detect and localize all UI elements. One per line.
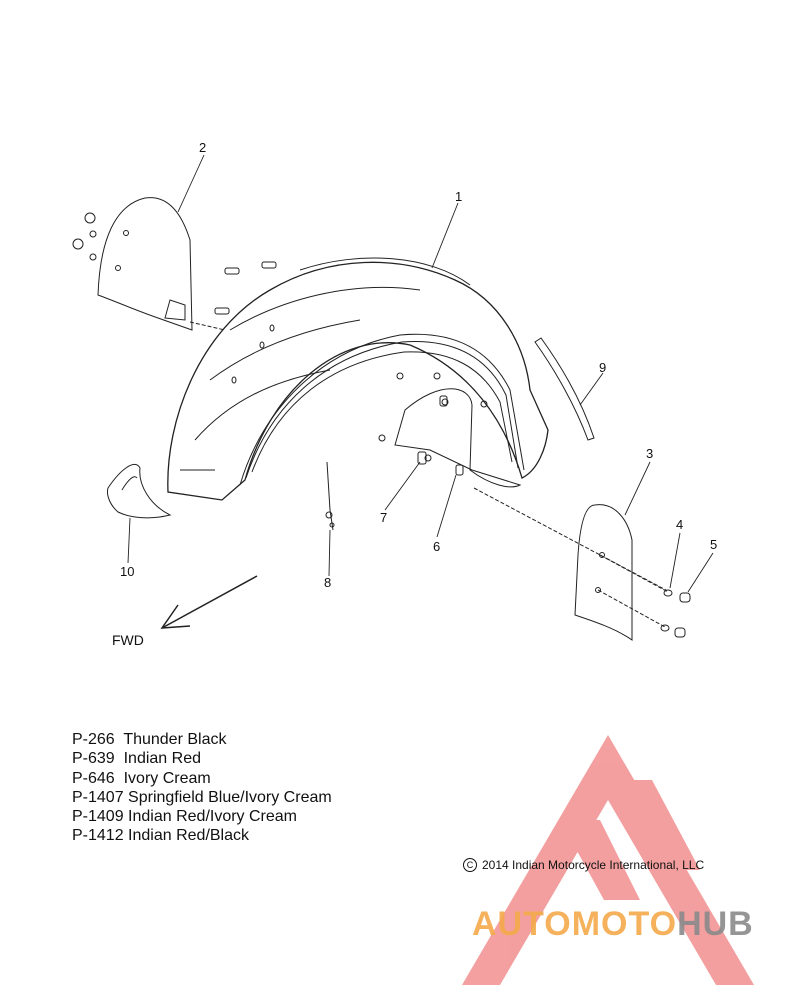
paint-code: P-639 xyxy=(72,750,115,768)
watermark-logo xyxy=(462,735,754,985)
paint-name: Thunder Black xyxy=(123,731,227,748)
callout-2: 2 xyxy=(199,140,207,155)
legend-row: P-1409 Indian Red/Ivory Cream xyxy=(72,807,332,826)
washers-and-nuts xyxy=(660,589,691,638)
legend-row: P-266 Thunder Black xyxy=(72,730,332,749)
copyright-text: 2014 Indian Motorcycle International, LL… xyxy=(482,858,705,872)
studs-and-bolts xyxy=(417,395,464,476)
copyright-notice: C 2014 Indian Motorcycle International, … xyxy=(463,858,704,872)
copyright-icon: C xyxy=(463,858,477,872)
right-fender-trim xyxy=(574,504,669,641)
callout-5: 5 xyxy=(710,537,718,552)
legend-row: P-639 Indian Red xyxy=(72,749,332,768)
callout-7: 7 xyxy=(380,510,388,525)
callout-8: 8 xyxy=(324,575,332,590)
forward-label: FWD xyxy=(112,632,144,648)
paint-name: Indian Red/Ivory Cream xyxy=(128,808,298,826)
legend-row: P-1407 Springfield Blue/Ivory Cream xyxy=(72,788,332,807)
callout-6: 6 xyxy=(433,539,441,554)
trim-strip xyxy=(534,337,595,441)
paint-name: Indian Red/Black xyxy=(128,827,250,845)
legend-row: P-1412 Indian Red/Black xyxy=(72,826,332,845)
paint-code: P-1407 xyxy=(72,788,124,806)
leader-lines xyxy=(127,154,714,593)
front-fender xyxy=(167,257,549,501)
paint-code: P-646 xyxy=(72,769,115,787)
paint-code-legend: P-266 Thunder Black P-639 Indian Red P-6… xyxy=(72,730,332,846)
paint-code: P-1409 xyxy=(72,808,124,826)
wire-clip xyxy=(325,461,335,531)
callout-9: 9 xyxy=(599,360,607,375)
fender-bracket xyxy=(378,372,667,591)
callout-4: 4 xyxy=(676,517,684,532)
watermark-part-1: AUTOMOTO xyxy=(472,905,678,943)
fender-tip-ornament xyxy=(107,463,172,519)
callout-1: 1 xyxy=(455,189,463,204)
legend-row: P-646 Ivory Cream xyxy=(72,769,332,788)
watermark-part-2: HUB xyxy=(677,905,754,943)
paint-code: P-266 xyxy=(72,731,115,748)
paint-code: P-1412 xyxy=(72,827,124,845)
paint-name: Indian Red xyxy=(123,750,201,768)
forward-arrow xyxy=(160,575,258,629)
paint-name: Ivory Cream xyxy=(123,769,211,787)
watermark-text: AUTOMOTOHUB xyxy=(472,905,754,944)
paint-name: Springfield Blue/Ivory Cream xyxy=(128,788,332,806)
callout-3: 3 xyxy=(646,446,654,461)
callout-10: 10 xyxy=(120,564,135,579)
left-fender-trim xyxy=(72,197,277,331)
